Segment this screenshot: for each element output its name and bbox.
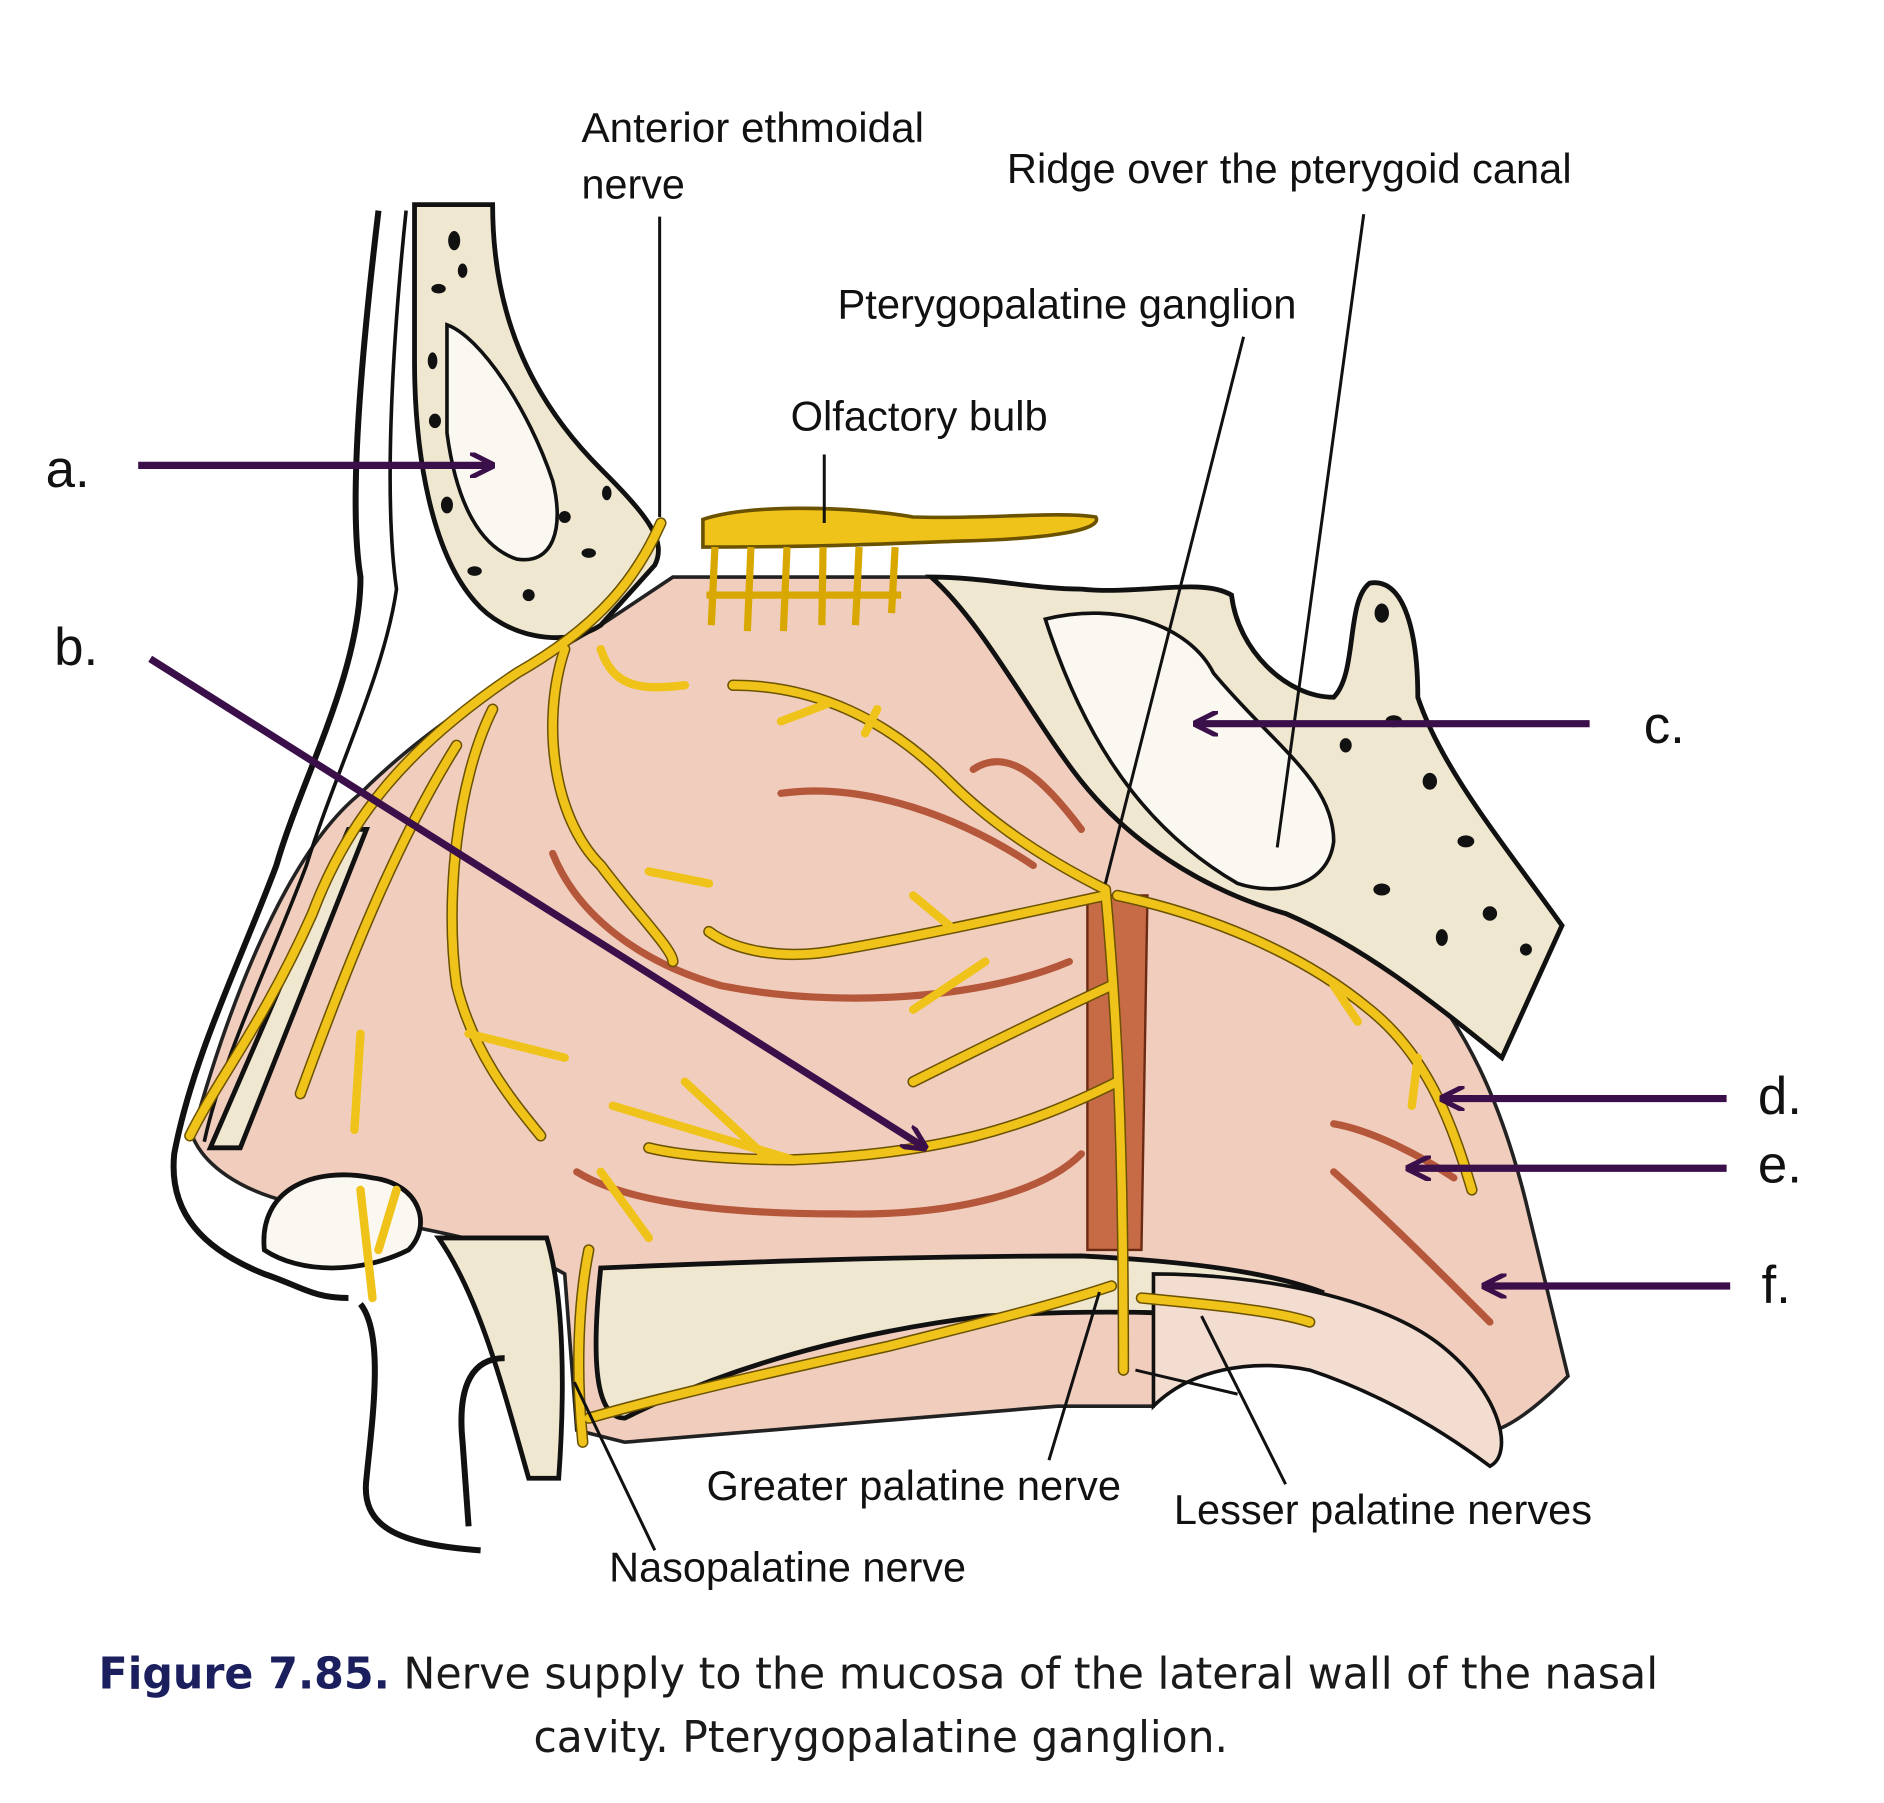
olfactory-filaments: [706, 546, 902, 632]
nerve-branch: [356, 1167, 654, 1303]
nose-outline: [170, 210, 382, 1302]
nerve-branch: [350, 1029, 569, 1134]
pterygopalatine-ganglion-nerve: [1101, 885, 1128, 1375]
figure-caption-line2: cavity. Pterygopalatine ganglion.: [533, 1713, 1227, 1763]
bone-pores: [427, 231, 612, 602]
arrow-b: [148, 655, 925, 1148]
marker-e: e.: [1758, 1136, 1802, 1195]
leader-nasopalatine: [572, 1381, 657, 1551]
label-olfactory-bulb: Olfactory bulb: [791, 393, 1048, 440]
leader-ganglion: [1103, 336, 1246, 884]
greater-palatine-branch: [584, 1281, 1116, 1423]
marker-f: f.: [1761, 1256, 1790, 1315]
leader-greater-palatine: [1047, 1291, 1101, 1461]
pointer-arrows: [138, 465, 1731, 1286]
posterior-nasal-branch: [608, 1077, 1122, 1165]
label-nasopalatine: Nasopalatine nerve: [609, 1544, 966, 1591]
label-ridge-pterygoid-canal: Ridge over the pterygoid canal: [1007, 145, 1572, 192]
olfactory-bulb: [701, 506, 1099, 549]
label-anterior-ethmoidal: Anterior ethmoidal: [582, 104, 924, 151]
leader-ridge: [1275, 214, 1366, 848]
nerves: [184, 517, 1478, 1448]
leader-lesser-palatine: [1200, 1315, 1287, 1485]
nerve-branch: [728, 681, 1110, 894]
label-anterior-ethmoidal-line2: nerve: [582, 161, 685, 208]
nerve-branch: [548, 644, 678, 966]
nasopalatine-branch: [574, 1245, 593, 1447]
nerve-branch: [704, 891, 1110, 1014]
marker-a: a.: [46, 440, 90, 499]
upper-lip-outline: [357, 1302, 505, 1554]
marker-d: d.: [1758, 1067, 1802, 1126]
leader-lesser-palatine-2: [1135, 1368, 1238, 1396]
nerve-branch: [908, 981, 1116, 1086]
soft-palate: [1151, 1272, 1504, 1469]
marker-c: c.: [1644, 696, 1685, 755]
label-pterygopalatine-ganglion: Pterygopalatine ganglion: [837, 281, 1296, 328]
nose-inner-line: [202, 210, 408, 1143]
leader-lines: [572, 214, 1366, 1551]
sphenoid-sinus: [1043, 611, 1336, 891]
conchae: [549, 758, 1494, 1326]
label-lesser-palatine: Lesser palatine nerves: [1174, 1486, 1592, 1533]
nerve-branch: [596, 644, 714, 888]
frontal-sinus: [445, 322, 560, 562]
caption-gap: [390, 1650, 404, 1700]
lesser-palatine-branch: [1137, 1293, 1314, 1327]
marker-b: b.: [54, 618, 98, 677]
nerve-branch: [1113, 891, 1477, 1195]
frontal-bone: [412, 202, 661, 640]
nerve-branch: [447, 705, 545, 1141]
caption-text-1: Nerve supply to the mucosa of the latera…: [403, 1650, 1658, 1700]
label-greater-palatine: Greater palatine nerve: [707, 1462, 1122, 1509]
anterior-ethmoidal-nerve: [185, 518, 666, 1141]
figure-caption-line1: Figure 7.85. Nerve supply to the mucosa …: [99, 1650, 1659, 1700]
nerve-branches: [185, 518, 1477, 1447]
nerve-branch: [296, 741, 461, 1098]
figure-number: Figure 7.85.: [99, 1650, 390, 1700]
